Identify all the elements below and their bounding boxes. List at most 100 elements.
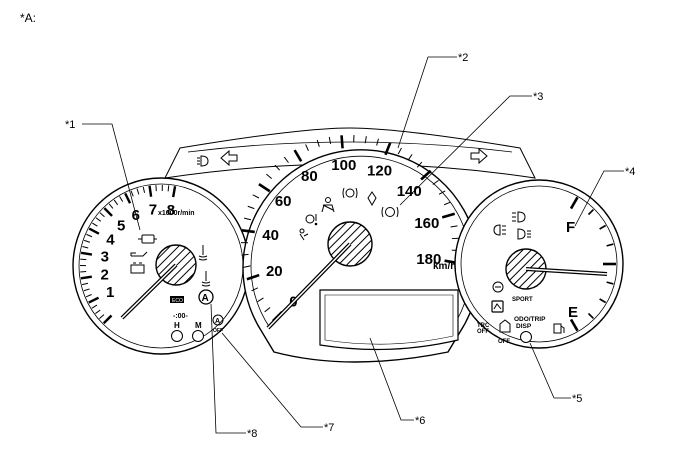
speed-tick (266, 173, 273, 180)
check-engine-icon (138, 234, 157, 244)
fuel-full-label: F (566, 219, 575, 236)
tach-number: 1 (106, 284, 114, 301)
tach-number: 3 (101, 249, 109, 266)
auto-off-indicator: A OFF (212, 314, 224, 334)
speed-tick (244, 217, 252, 221)
tach-tick (113, 199, 119, 206)
leader-lines (82, 56, 624, 434)
sport-mode-icon: SPORT (491, 297, 533, 313)
cluster-housing (164, 127, 536, 179)
svg-text:ODO/TRIP: ODO/TRIP (514, 316, 546, 323)
speed-number: 140 (397, 183, 422, 200)
tach-tick (103, 207, 113, 217)
battery-icon (130, 262, 145, 274)
fuel-empty-label: E (568, 304, 578, 321)
speed-tick (264, 307, 271, 313)
speed-tick (258, 183, 271, 193)
speed-tick (251, 287, 259, 292)
front-fog-icon (493, 224, 506, 236)
trc-off-indicator: TRC OFF OFF (477, 319, 511, 345)
callout-5: *5 (572, 393, 582, 405)
tach-number: 8 (167, 202, 175, 219)
speed-tick (241, 229, 255, 234)
tach-tick (83, 288, 90, 292)
tach-tick (82, 246, 89, 249)
speed-tick (340, 135, 344, 149)
tach-tick (95, 309, 101, 314)
high-beam-icon (512, 211, 526, 223)
speed-tick (397, 147, 402, 155)
fuel-pump-icon (553, 323, 565, 334)
speedometer-unit: km/h (433, 261, 456, 272)
oil-pressure-icon (130, 251, 148, 257)
parking-brake-icon (381, 206, 399, 218)
callout-1: *1 (65, 119, 75, 131)
speed-tick (407, 154, 413, 161)
tach-tick (86, 233, 93, 238)
speed-tick (316, 139, 320, 147)
svg-text:OFF: OFF (498, 339, 510, 345)
clock-adjust-buttons: -:00- H M (171, 313, 204, 342)
speed-tick (420, 169, 432, 181)
speed-tick (441, 212, 456, 219)
tach-tick (88, 227, 100, 235)
speed-number: 60 (275, 193, 292, 210)
speed-tick (243, 265, 251, 268)
svg-text:A: A (215, 318, 220, 325)
tach-tick (171, 186, 177, 198)
tach-tick (119, 196, 124, 202)
speed-tick (364, 136, 367, 144)
tach-tick (83, 239, 91, 243)
multi-information-display (319, 289, 459, 351)
tach-tick (80, 251, 93, 256)
fuel-tick (587, 312, 595, 320)
auto-headlight-indicator: A (198, 289, 214, 305)
fuel-tick (587, 208, 595, 216)
svg-text:DISP: DISP (516, 323, 532, 330)
abs-icon (367, 191, 377, 207)
tachometer-ticks (79, 185, 177, 325)
eco-indicator: ECO (170, 296, 184, 304)
tach-tick (92, 222, 98, 227)
speed-tick (274, 164, 281, 171)
seatbelt-icon (321, 197, 335, 213)
tachometer-unit: x1000r/min (158, 210, 195, 217)
callout-4: *4 (625, 166, 635, 178)
speed-tick (252, 194, 260, 199)
speed-tick (416, 161, 423, 168)
tach-tick (148, 185, 153, 197)
speed-tick (283, 156, 289, 163)
speed-number: 40 (262, 227, 279, 244)
speed-tick (443, 201, 451, 206)
clock-minute-button[interactable] (192, 330, 204, 342)
tach-tick (80, 275, 92, 280)
vsc-icon (492, 281, 504, 293)
brake-icon (342, 187, 358, 199)
tach-tick (85, 294, 92, 298)
tach-tick (88, 296, 100, 304)
turn-right-arrow-icon (470, 147, 488, 165)
speedometer: 020406080100120140160180 km/h (241, 135, 480, 363)
clock-hour-button[interactable] (171, 330, 183, 342)
speed-number: 160 (414, 215, 439, 232)
speed-tick (241, 253, 249, 256)
callout-8: *8 (247, 428, 257, 440)
speed-tick (450, 225, 458, 228)
fuel-tick (569, 318, 579, 332)
fuel-tick (599, 298, 607, 304)
master-warning-icon (305, 214, 318, 226)
sport-label: SPORT (512, 297, 533, 303)
speed-tick (246, 273, 260, 281)
callout-labels: *1 *2 *3 *4 *5 *6 *7 *8 (65, 52, 635, 440)
coolant-temp-high-icon (198, 245, 208, 261)
speed-tick (305, 144, 309, 152)
speed-tick (376, 138, 379, 146)
svg-text:TRC: TRC (477, 323, 490, 329)
fuel-tick (606, 281, 614, 285)
odo-trip-button[interactable] (520, 331, 532, 343)
tach-tick (108, 203, 114, 209)
tach-number: 7 (149, 202, 157, 219)
tach-number: 5 (117, 217, 125, 234)
